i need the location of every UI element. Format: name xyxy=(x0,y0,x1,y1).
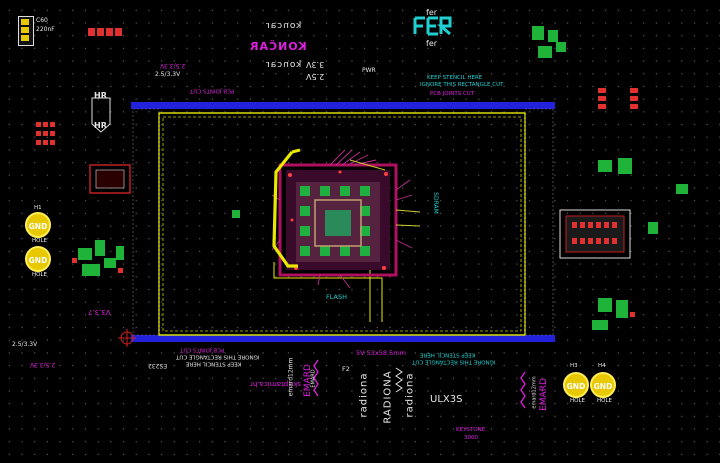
voltage-25-33-left: 2.5/3.3V xyxy=(12,341,38,348)
stencil-note-top-left: PCB JOINTS CUT xyxy=(190,87,235,94)
hole-designator-h4: H4 xyxy=(598,363,606,369)
hole-label: HOLE xyxy=(597,398,613,404)
hole-designator-h3: H3 xyxy=(570,363,578,369)
left-breakaway xyxy=(132,108,160,336)
hole-label: HOLE xyxy=(32,272,48,278)
hr-shield-icon xyxy=(91,97,111,133)
small-pad-left[interactable] xyxy=(232,210,240,218)
stencil-note-bottom-right-1: KEEP STENCIL HERE xyxy=(420,351,476,358)
stencil-note-3: PCB JOINTS CUT xyxy=(430,91,475,97)
emard-label-1: emard12mm xyxy=(287,357,295,397)
mounting-hole-h4[interactable]: GND xyxy=(590,372,616,398)
emard-logo-right xyxy=(520,371,526,409)
hr-mark-bottom: HR xyxy=(94,121,107,130)
koncar-logo: KONČAR xyxy=(249,40,307,53)
voltage-33: 3.3V xyxy=(306,60,325,69)
emard-logo-left xyxy=(313,359,319,397)
fpga-bga xyxy=(271,149,421,289)
f2-label: F2 xyxy=(342,365,350,373)
stencil-note-bottom-1: PCB JOINTS CUT xyxy=(180,346,225,353)
usb-connector-outline xyxy=(559,209,631,259)
keystone-label: KEYSTONE xyxy=(456,427,486,433)
board-size-label: 5V 53x58.5mm xyxy=(356,349,406,357)
emard-right-label-2: EMARD xyxy=(538,378,549,411)
flash-label: FLASH xyxy=(326,293,347,301)
voltage-25-33: 2.5/3.3V xyxy=(155,71,181,78)
stencil-note-bottom-2: IGNORE THIS RECTANGLE CUT xyxy=(176,353,260,360)
power-trace-left xyxy=(272,151,298,268)
hole-label: HOLE xyxy=(32,238,48,244)
c60-designator: C60 xyxy=(36,17,48,24)
fer-text-bottom: fer xyxy=(426,39,438,48)
sdram-label: SDRAM xyxy=(431,192,439,214)
ulx3s-label: ULX3S xyxy=(430,394,463,405)
mounting-hole-h1[interactable]: GND xyxy=(25,212,51,238)
fer-logo-mark xyxy=(413,16,452,36)
pwr-label: PWR xyxy=(362,67,376,74)
es232-label: ES232 xyxy=(148,362,168,369)
voltage-25-33-back-bottom: 2.5/3.3V xyxy=(30,361,56,368)
stencil-note-2: IGNORE THIS RECTANGLE CUT xyxy=(420,82,504,88)
stencil-note-bottom-right-2: IGNORE THIS RECTANGLE CUT xyxy=(412,358,496,365)
keystone-number: 3000 xyxy=(464,435,478,441)
stencil-note-1: KEEP STENCIL HERE xyxy=(427,75,483,81)
radiona-wave xyxy=(395,367,403,393)
stencil-note-bottom-3: KEEP STENCIL HERE xyxy=(186,360,242,367)
koncar-logo-mark xyxy=(247,40,321,52)
courtyard-outline xyxy=(162,116,522,332)
voltage-25-33-back-top: 2.5/3.3V xyxy=(160,62,186,69)
edge-bar-bottom xyxy=(131,335,555,342)
edge-bar-top xyxy=(131,102,555,109)
koncar-text-top: koncar xyxy=(265,21,302,31)
c60-value: 220nF xyxy=(36,26,55,33)
emard-label-3: EMARD xyxy=(310,369,317,388)
koncar-text-bottom: koncar xyxy=(265,60,302,70)
radiona-text-2: RADIONA xyxy=(382,370,394,424)
flash-outline xyxy=(273,262,383,322)
radiona-text-3: radiona xyxy=(404,372,416,418)
hole-designator-h1: H1 xyxy=(34,205,42,211)
origin-marker xyxy=(118,329,136,347)
hr-mark-top: HR xyxy=(94,91,107,100)
emard-right-label-1: emard12mm xyxy=(531,376,538,409)
radiona-text-1: radiona xyxy=(358,372,370,418)
version-back: V3.3.7 xyxy=(88,308,111,316)
hole-label: HOLE xyxy=(570,398,586,404)
voltage-25: 2.5V xyxy=(306,72,325,81)
mounting-hole-h2[interactable]: GND xyxy=(25,246,51,272)
fer-text-top: fer xyxy=(426,8,438,17)
inductor-outline xyxy=(89,164,131,194)
mounting-hole-h3[interactable]: GND xyxy=(563,372,589,398)
right-breakaway xyxy=(524,108,554,336)
